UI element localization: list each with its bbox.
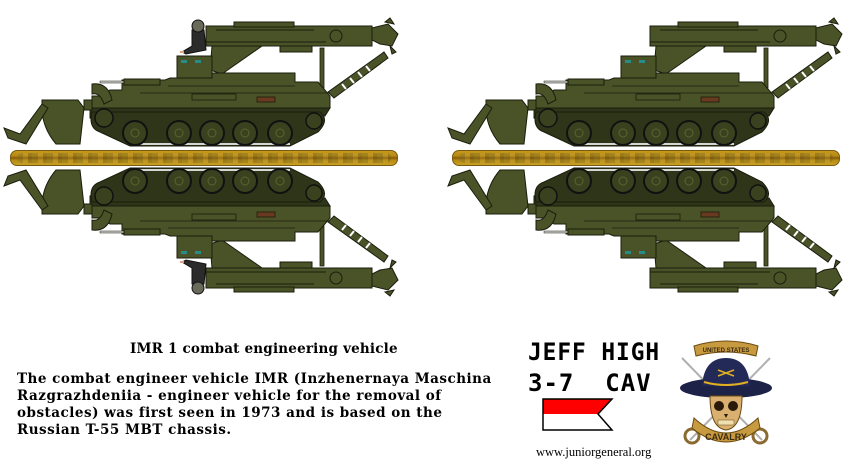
cavalry-skull-hat-crossed-sabers-icon: UNITED STATES CAVALRY	[680, 340, 772, 445]
crew-figure-mirror-icon	[179, 259, 207, 295]
fold-line-left	[10, 150, 398, 166]
cavalry-guidon-icon	[542, 398, 614, 431]
site-credit: www.juniorgeneral.org	[536, 445, 652, 459]
vehicle-description: The combat engineer vehicle IMR (Inzhene…	[17, 371, 492, 438]
vehicle-title: IMR 1 combat engineering vehicle	[130, 341, 398, 357]
logo-banner-bottom: CAVALRY	[705, 432, 747, 442]
unit-name: JEFF HIGH	[528, 338, 661, 366]
crew-figure-icon	[179, 19, 207, 55]
logo-banner-top: UNITED STATES	[703, 348, 750, 354]
imr-vehicle-left-top	[3, 17, 399, 147]
imr-vehicle-right-bottom	[447, 167, 843, 297]
imr-vehicle-left-bottom	[3, 167, 399, 297]
unit-designation: 3-7 CAV	[528, 369, 652, 397]
fold-line-right	[452, 150, 840, 166]
imr-vehicle-right-top	[447, 17, 843, 147]
